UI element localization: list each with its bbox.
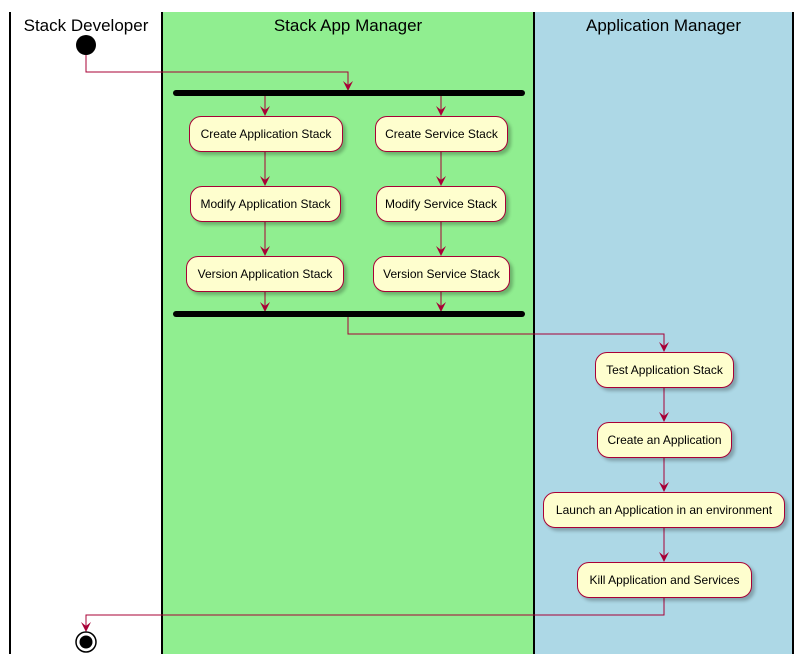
action-version-application-stack: Version Application Stack <box>186 256 344 292</box>
action-version-service-stack: Version Service Stack <box>373 256 510 292</box>
swimlane-title: Application Manager <box>586 16 741 35</box>
start-node <box>76 35 96 55</box>
action-create-an-application: Create an Application <box>597 422 732 458</box>
action-modify-service-stack: Modify Service Stack <box>376 186 506 222</box>
swimlane-title: Stack Developer <box>23 16 149 35</box>
join-bar <box>173 311 525 317</box>
end-node-inner <box>79 635 93 649</box>
fork-bar <box>173 90 525 96</box>
action-create-service-stack: Create Service Stack <box>375 116 508 152</box>
arrow-start-to-fork <box>85 55 353 91</box>
end-node <box>75 631 97 653</box>
swimlane-stack-developer: Stack Developer <box>10 12 162 654</box>
action-kill-application: Kill Application and Services <box>577 562 752 598</box>
action-modify-application-stack: Modify Application Stack <box>190 186 341 222</box>
action-create-application-stack: Create Application Stack <box>189 116 343 152</box>
action-test-application-stack: Test Application Stack <box>595 352 734 388</box>
arrow-join-to-test <box>347 317 669 352</box>
swimlane-title: Stack App Manager <box>273 16 423 35</box>
arrow-to-end <box>81 598 665 632</box>
action-launch-application: Launch an Application in an environment <box>543 492 785 528</box>
